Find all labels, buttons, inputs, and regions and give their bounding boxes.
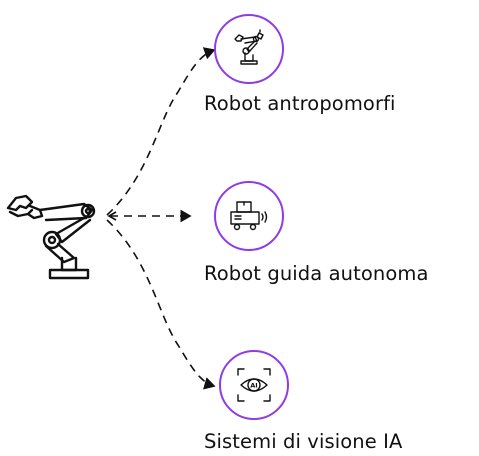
node-robot-guida-autonoma-circle bbox=[214, 181, 284, 251]
industrial-robot-arm-icon bbox=[6, 194, 96, 280]
connector-to-robot-antropomorfi bbox=[106, 47, 216, 216]
node-label-sistemi-visione: Sistemi di visione IA bbox=[204, 430, 403, 453]
node-label-robot-antropomorfi: Robot antropomorfi bbox=[204, 92, 396, 115]
svg-text:AI: AI bbox=[250, 381, 257, 389]
ai-vision-eye-icon: AI bbox=[237, 368, 271, 402]
node-robot-antropomorfi-circle bbox=[214, 14, 284, 84]
node-label-robot-guida-autonoma: Robot guida autonoma bbox=[204, 262, 429, 285]
autonomous-guided-vehicle-icon bbox=[230, 201, 268, 231]
hub-robot-arm bbox=[2, 186, 102, 282]
robotic-arm-icon bbox=[234, 29, 264, 65]
node-sistemi-visione-circle: AI bbox=[219, 350, 289, 420]
connector-to-sistemi-visione bbox=[106, 219, 216, 390]
